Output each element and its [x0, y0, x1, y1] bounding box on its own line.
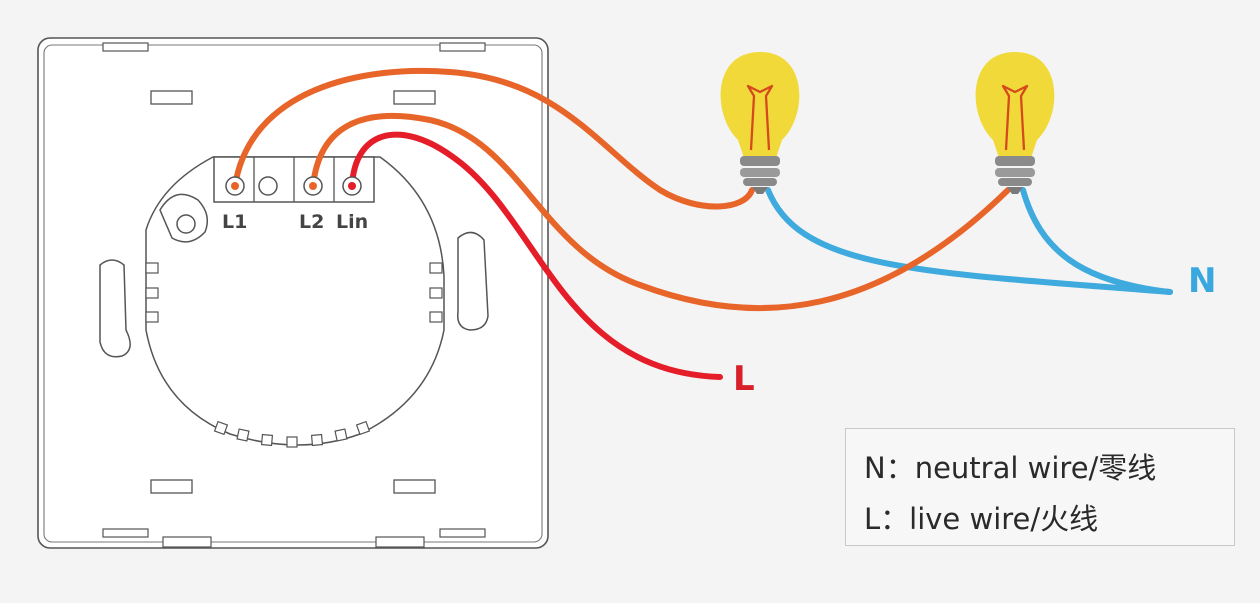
neutral-wire-bulb1 [765, 187, 1173, 295]
light-bulb-icon [720, 52, 800, 194]
switched-wire-l2 [310, 112, 1011, 312]
light-bulb-icon [975, 52, 1055, 194]
terminal-label-l1: L1 [222, 211, 247, 233]
wires [225, 67, 1173, 380]
neutral-label: N [1188, 261, 1216, 301]
terminal-label-l2: L2 [299, 211, 324, 233]
legend-neutral: N：neutral wire/零线 [864, 451, 1157, 485]
live-label: L [733, 359, 755, 399]
legend-live: L：live wire/火线 [864, 502, 1099, 536]
terminal-label-lin: Lin [336, 211, 368, 233]
neutral-wire-bulb2 [1020, 187, 1173, 295]
switch-backplate [37, 37, 549, 549]
legend-box: N：neutral wire/零线 L：live wire/火线 [845, 428, 1235, 546]
live-wire [349, 131, 723, 380]
switched-wire-l1 [232, 67, 755, 210]
